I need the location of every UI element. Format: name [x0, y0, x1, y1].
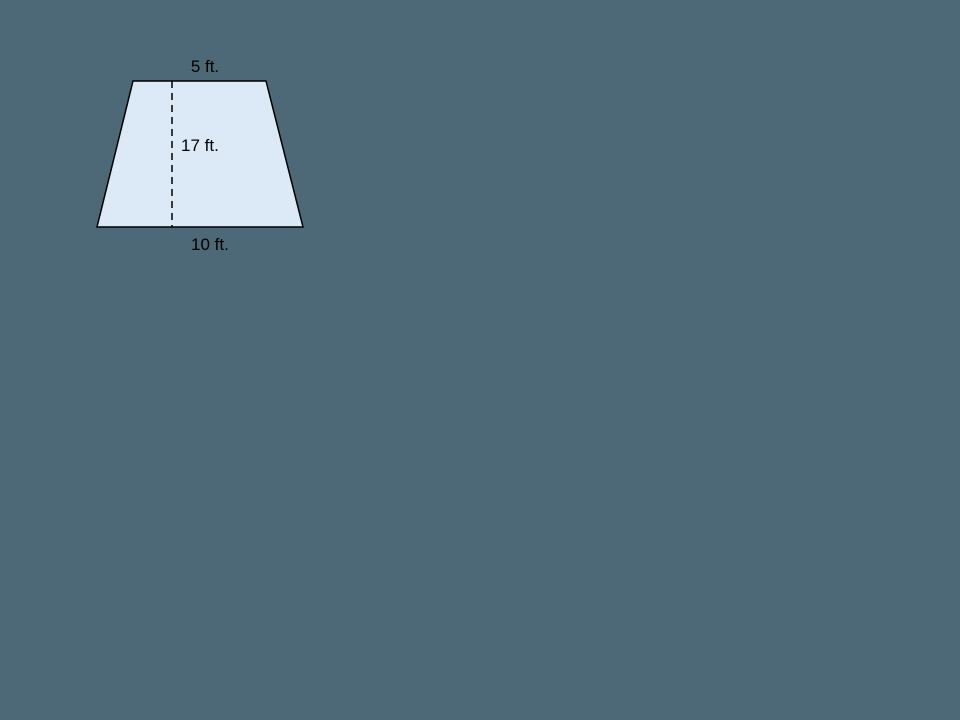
top-side-label: 5 ft. [191, 57, 219, 76]
trapezoid-shape [96, 80, 304, 228]
height-label: 17 ft. [181, 136, 219, 155]
bottom-side-label: 10 ft. [191, 235, 229, 254]
